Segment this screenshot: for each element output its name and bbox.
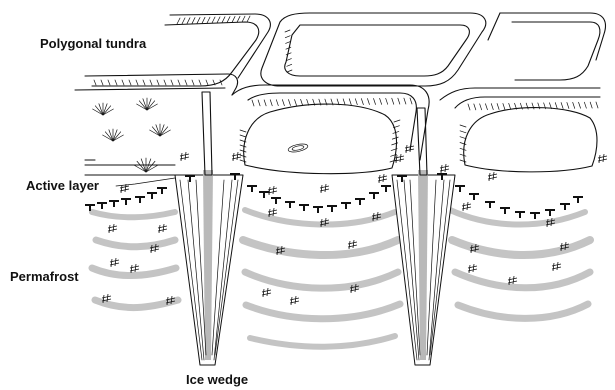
label-polygonal-tundra: Polygonal tundra: [40, 36, 147, 51]
active-layer-tick: [456, 186, 464, 191]
polygonal-tundra-surface: [75, 13, 605, 175]
vegetation-tuft: [137, 98, 158, 110]
ground-ice-symbol: [262, 288, 271, 297]
ground-ice-symbol: [290, 296, 299, 305]
active-layer-tick: [370, 193, 378, 198]
ground-ice-symbol: [110, 258, 119, 267]
active-layer-tick: [546, 210, 554, 215]
active-layer-tick: [260, 192, 268, 197]
active-layer-tick: [486, 202, 494, 207]
active-layer-tick: [574, 197, 582, 202]
active-layer-tick: [158, 188, 166, 193]
ground-ice-symbol: [348, 240, 357, 249]
active-layer-tick: [501, 208, 509, 213]
active-layer-tick: [356, 199, 364, 204]
active-layer-leader: [116, 178, 175, 186]
label-permafrost: Permafrost: [10, 269, 79, 284]
ground-ice-symbol: [598, 154, 607, 163]
active-layer-tick: [561, 204, 569, 209]
active-layer-boundary: [86, 174, 582, 218]
ground-ice-symbol: [268, 186, 277, 195]
ground-ice-symbol: [552, 262, 561, 271]
ground-ice-symbol: [462, 202, 471, 211]
active-layer-tick: [248, 186, 256, 191]
active-layer-tick: [531, 213, 539, 218]
active-layer-tick: [516, 212, 524, 217]
active-layer-tick: [136, 197, 144, 202]
vegetation-tuft: [93, 103, 114, 115]
active-layer-tick: [342, 203, 350, 208]
active-layer-tick: [314, 207, 322, 212]
ground-ice-symbol: [320, 184, 329, 193]
active-layer-tick: [122, 199, 130, 204]
ground-ice-symbol: [232, 152, 241, 161]
ground-ice-symbol: [130, 264, 139, 273]
ground-ice-symbol: [108, 224, 117, 233]
active-layer-tick: [272, 198, 280, 203]
ground-ice-symbol: [488, 172, 497, 181]
active-layer-tick: [328, 206, 336, 211]
active-layer-tick: [300, 205, 308, 210]
ground-ice-symbol: [468, 264, 477, 273]
ground-ice-symbol: [508, 276, 517, 285]
ground-ice-symbol: [158, 224, 167, 233]
vegetation-tufts: [93, 98, 171, 172]
label-ice-wedge: Ice wedge: [186, 372, 248, 387]
active-layer-tick: [470, 194, 478, 199]
active-layer-tick: [98, 203, 106, 208]
ground-ice-symbol: [405, 144, 414, 153]
active-layer-tick: [148, 193, 156, 198]
label-active-layer: Active layer: [26, 178, 99, 193]
ground-ice-symbol: [440, 164, 449, 173]
ground-ice-symbol: [395, 154, 404, 163]
vegetation-tuft: [103, 129, 124, 141]
ground-ice-symbol: [180, 152, 189, 161]
ground-ice-symbol: [378, 174, 387, 183]
active-layer-tick: [382, 186, 390, 191]
active-layer-tick: [286, 202, 294, 207]
vegetation-tuft: [150, 124, 171, 136]
active-layer-tick: [110, 201, 118, 206]
